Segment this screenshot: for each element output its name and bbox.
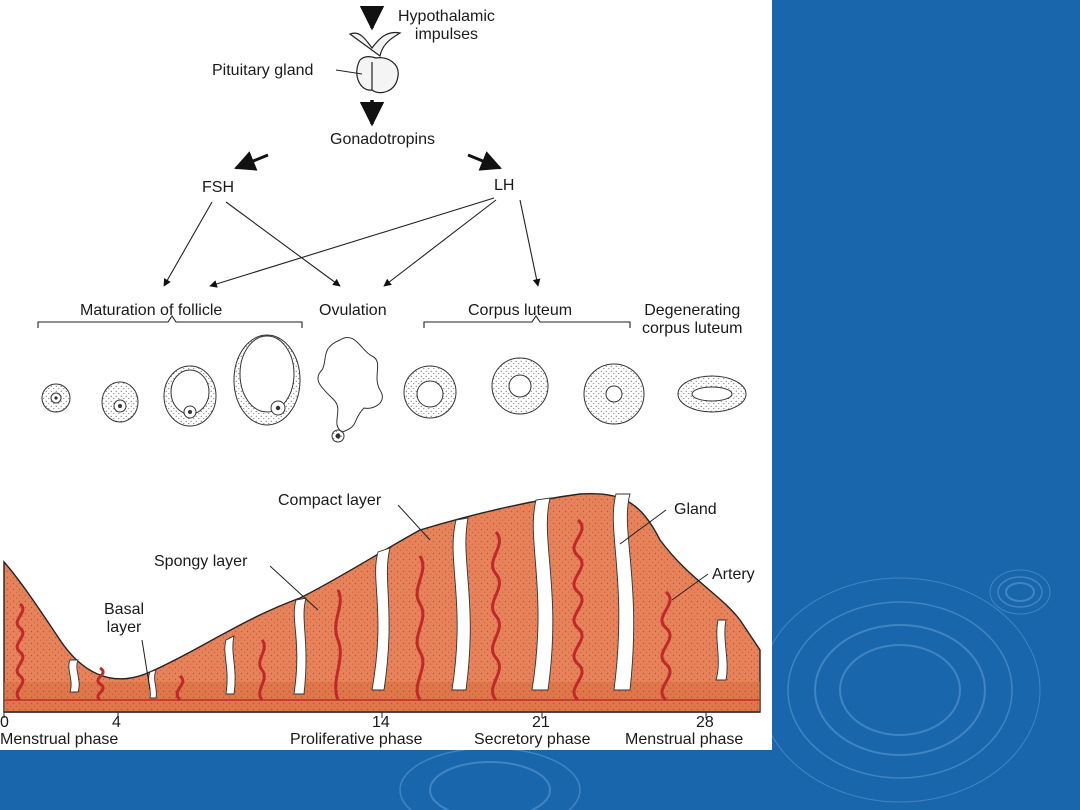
ovulation-drawing [317,337,383,443]
corpus-luteum-stage-2 [491,357,549,415]
lh-arrow [467,151,502,171]
follicle-stage-1 [41,383,71,413]
day-ticks [3,712,707,718]
corpus-luteum-stage-3 [583,363,645,425]
diagram-panel: Hypothalamic impulses Pituitary gland Go… [0,0,772,750]
layer-leader-lines [141,504,709,691]
stage-braces [37,315,631,328]
fsh-arrow [234,151,269,171]
phase-label-menstrual-end: Menstrual phase [625,731,744,748]
compact-layer-label: Compact layer [278,492,382,509]
hormone-effect-arrows [163,197,541,288]
pituitary-gland-label: Pituitary gland [212,62,314,79]
spongy-layer-label: Spongy layer [154,553,248,570]
degenerating-corpus-luteum-drawing [677,375,747,413]
corpus-luteum-label: Corpus luteum [468,302,573,319]
follicle-stage-4 [233,334,301,426]
lh-label: LH [494,177,515,194]
fsh-label: FSH [202,179,234,196]
follicle-stage-2 [101,381,139,423]
spiral-arteries [4,518,760,702]
day-label-21: 21 [532,714,550,731]
menstrual-cycle-diagram [3,5,761,718]
day-label-0: 0 [0,714,9,731]
follicle-stage-3 [163,365,217,427]
degenerating-corpus-luteum-label: Degenerating corpus luteum [642,302,743,337]
day-label-14: 14 [372,714,390,731]
pituitary-gland-drawing [348,31,402,94]
basal-layer-label: Basal layer [104,601,145,636]
hypothalamic-impulses-label: Hypothalamic impulses [398,8,495,43]
gonadotropins-label: Gonadotropins [330,131,435,148]
day-label-4: 4 [112,714,121,731]
pituitary-leader-line [335,69,363,75]
gland-label: Gland [674,501,717,518]
phase-label-secretory: Secretory phase [474,731,591,748]
uterine-glands [68,493,728,699]
endometrium-drawing [3,493,761,713]
maturation-of-follicle-label: Maturation of follicle [80,302,223,319]
corpus-luteum-stage-1 [403,365,457,419]
phase-label-menstrual-start: Menstrual phase [0,731,119,748]
phase-label-proliferative: Proliferative phase [290,731,423,748]
artery-label: Artery [712,566,755,583]
ovulation-label: Ovulation [319,302,387,319]
day-label-28: 28 [696,714,714,731]
